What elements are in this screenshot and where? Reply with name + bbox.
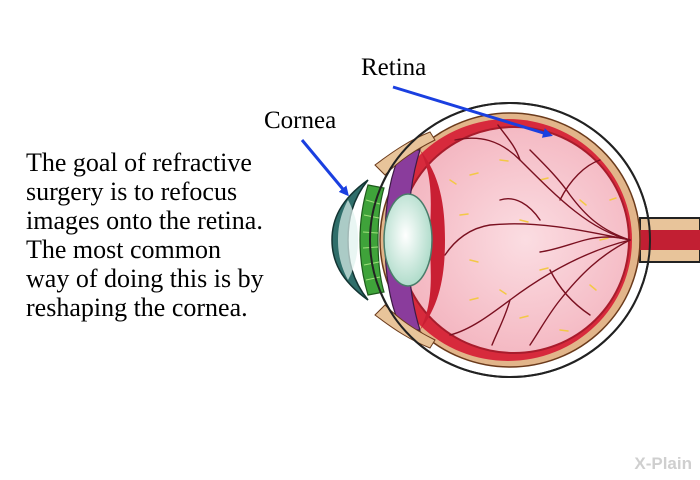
lens <box>383 193 433 287</box>
vitreous-flecks <box>449 159 617 332</box>
iris <box>359 184 385 296</box>
body-paragraph: The goal of refractive surgery is to ref… <box>26 148 326 322</box>
retina-arrow <box>392 85 553 138</box>
body-line: The most common <box>26 235 221 264</box>
body-line: reshaping the cornea. <box>26 293 248 322</box>
body-line: way of doing this is by <box>26 264 264 293</box>
retinal-vessels <box>444 124 631 346</box>
body-line: images onto the retina. <box>26 206 263 235</box>
cornea-label: Cornea <box>264 107 337 134</box>
xplain-watermark: X-Plain <box>634 454 692 473</box>
retina-label: Retina <box>361 54 427 81</box>
body-line: The goal of refractive <box>26 148 252 177</box>
cornea-arrow <box>300 139 349 197</box>
body-line: surgery is to refocus <box>26 177 238 206</box>
